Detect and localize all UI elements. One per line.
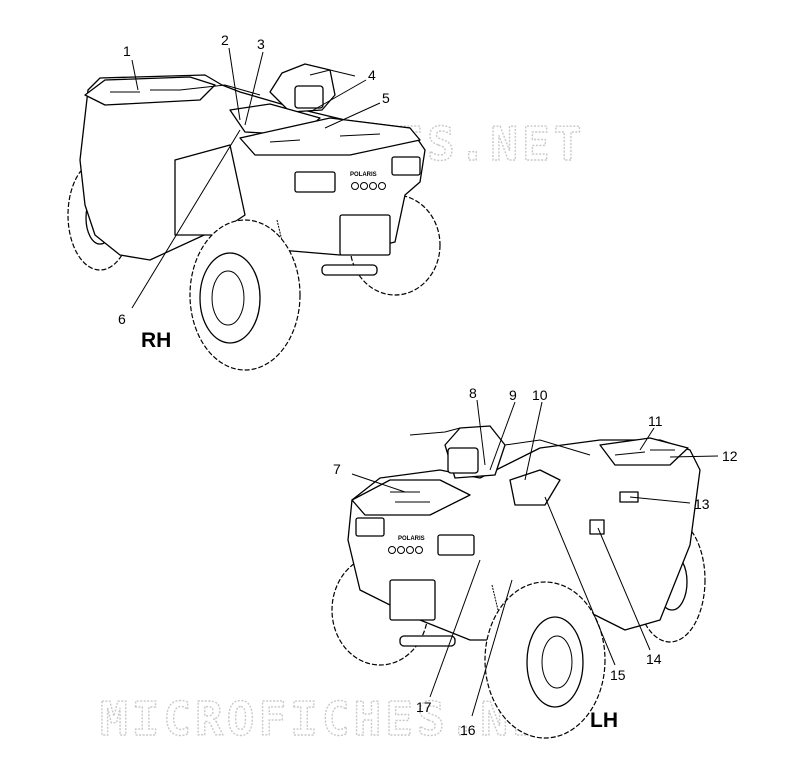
badge-rh: POLARIS	[350, 172, 377, 178]
callout-12: 12	[722, 448, 738, 464]
callout-7: 7	[333, 461, 341, 477]
callout-4: 4	[368, 67, 376, 83]
callout-6: 6	[118, 311, 126, 327]
callout-15: 15	[610, 667, 626, 683]
callout-2: 2	[221, 32, 229, 48]
callout-14: 14	[646, 651, 662, 667]
callout-1: 1	[123, 43, 131, 59]
leader-lines	[131, 47, 719, 717]
badge-lh: POLARIS	[398, 536, 425, 542]
atv-lh-view: POLARIS	[331, 425, 706, 739]
callout-17: 17	[416, 699, 432, 715]
callout-labels: 1 2 3 4 5 6 7 8 9 10 11 12 13 14 15 16 1…	[118, 32, 738, 738]
view-label-lh: LH	[590, 709, 618, 732]
callout-8: 8	[469, 385, 477, 401]
callout-9: 9	[509, 387, 517, 403]
callout-10: 10	[532, 387, 548, 403]
callout-13: 13	[694, 496, 710, 512]
callout-11: 11	[648, 413, 663, 429]
view-label-rh: RH	[141, 329, 171, 352]
callout-16: 16	[460, 722, 476, 738]
callout-5: 5	[382, 90, 390, 106]
callout-3: 3	[257, 36, 265, 52]
